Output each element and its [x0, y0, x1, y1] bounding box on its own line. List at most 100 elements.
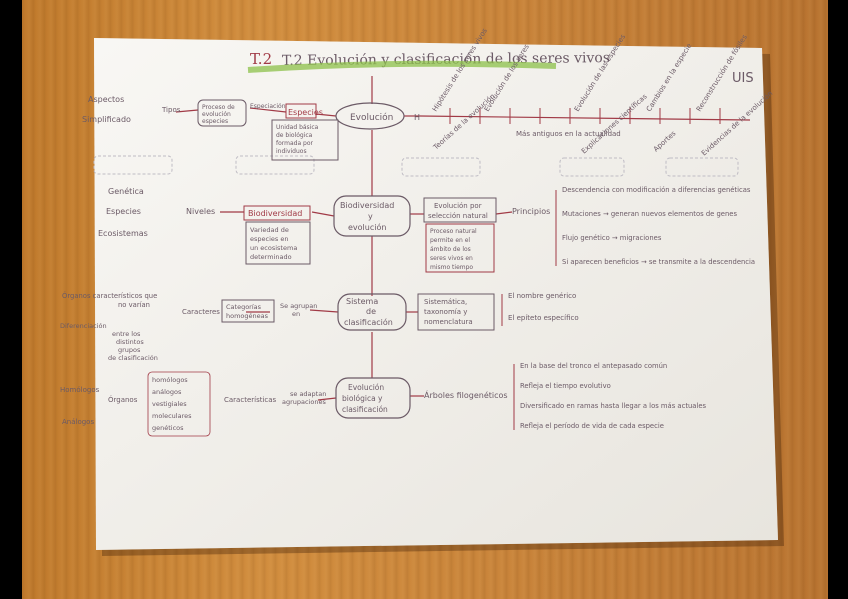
especies-def-1: de biológica: [276, 132, 313, 139]
seleccion-0: Evolución por: [434, 202, 482, 210]
sistema-0: Sistema: [346, 297, 378, 306]
organo-1: análogos: [152, 388, 182, 396]
diferenciacion-3: grupos: [118, 346, 141, 354]
seleccion-def-0: Proceso natural: [430, 228, 477, 235]
seleccion-def-1: permite en el: [430, 237, 470, 244]
sistema-2: clasificación: [344, 317, 393, 327]
evo-clasif-0: Evolución: [348, 383, 384, 392]
principio-2: Flujo genético → migraciones: [562, 234, 662, 242]
evo-clasif-1: biológica y: [342, 394, 383, 403]
node-tipos: Tipos: [161, 106, 181, 114]
especies-def-0: Unidad básica: [276, 124, 319, 131]
se-agrupan-1: en: [292, 310, 300, 318]
sistema-1: de: [366, 307, 376, 316]
seleccion-1: selección natural: [428, 212, 488, 220]
node-seleccion: [423, 197, 497, 223]
biodiv-evo-2: evolución: [348, 222, 386, 232]
initials: UIS: [732, 71, 754, 86]
caract-agrupa-0: Órganos característicos que: [62, 291, 157, 300]
placeholder-boxes: [93, 155, 739, 177]
node-evolucion-label: Evolución: [350, 112, 393, 123]
nomenclatura-0: El nombre genérico: [508, 292, 576, 300]
timeline-middle: Más antiguos en la actualidad: [516, 130, 621, 138]
node-sistema-def: [417, 293, 495, 331]
biodiv-def-3: determinado: [250, 253, 292, 261]
se-adaptan-1: agrupaciones: [282, 398, 326, 406]
especies-def-2: formada por: [276, 140, 314, 147]
node-sistema: [337, 293, 407, 331]
diferenciacion-0: Diferenciación: [60, 322, 107, 330]
node-homologos: Homólogos: [60, 386, 100, 394]
level-genetica: Genética: [108, 186, 144, 196]
organo-3: moleculares: [152, 412, 192, 420]
node-categorias: [221, 299, 275, 323]
biodiv-def-0: Variedad de: [250, 226, 289, 234]
arbol-1: Refleja el tiempo evolutivo: [520, 382, 611, 390]
proceso-1: evolución: [202, 111, 231, 118]
node-proceso: [197, 99, 247, 127]
node-especies-label: Especies: [288, 108, 323, 117]
principio-1: Mutaciones → generan nuevos elementos de…: [562, 210, 737, 218]
proceso-2: especies: [202, 118, 228, 125]
organos-box: [147, 371, 211, 437]
sistema-def-1: taxonomía y: [424, 308, 467, 316]
timeline-start-h: H: [414, 113, 420, 122]
node-biodiversidad-label: Biodiversidad: [248, 209, 302, 218]
seleccion-def-4: mismo tiempo: [430, 264, 473, 271]
node-simplificado: Simplificado: [82, 115, 131, 124]
node-especiacion: Especiación: [250, 103, 286, 110]
caract-agrupa-1: no varían: [118, 301, 150, 309]
evo-clasif-2: clasificación: [342, 405, 388, 414]
seleccion-def-2: ámbito de los: [430, 246, 471, 253]
categorias-1: homogéneas: [226, 312, 269, 320]
se-adaptan-0: se adaptan: [290, 390, 326, 398]
arbol-2: Diversificado en ramas hasta llegar a lo…: [520, 402, 707, 410]
principio-0: Descendencia con modificación a diferenc…: [562, 186, 751, 194]
arbol-3: Refleja el período de vida de cada espec…: [520, 422, 664, 430]
node-biodiversidad-def: [245, 221, 311, 265]
diferenciacion-4: de clasificación: [108, 354, 158, 362]
sistema-def-0: Sistemática,: [424, 298, 467, 306]
node-evo-clasificacion: [335, 377, 411, 419]
arbol-0: En la base del tronco el antepasado comú…: [520, 362, 667, 370]
node-especies: [285, 103, 317, 119]
especies-def-3: individuos: [276, 148, 307, 155]
node-biodiv-evolucion: [333, 195, 411, 237]
node-analogos: Análogos: [62, 418, 94, 426]
node-arboles: Árboles filogenéticos: [424, 389, 508, 400]
level-ecosistemas: Ecosistemas: [98, 229, 148, 238]
biodiv-def-2: un ecosistema: [250, 244, 297, 252]
diferenciacion-2: distintos: [116, 338, 144, 346]
proceso-0: Proceso de: [202, 104, 235, 111]
nomenclatura-1: El epíteto específico: [508, 314, 579, 322]
timeline-ticks: [449, 108, 721, 124]
biodiv-def-1: especies en: [250, 235, 288, 243]
organo-2: vestigiales: [152, 400, 187, 408]
node-niveles: Niveles: [186, 207, 215, 216]
connectors: [175, 76, 513, 401]
level-especies: Especies: [106, 207, 141, 216]
biodiv-evo-0: Biodiversidad: [340, 201, 394, 210]
title-highlight: [247, 60, 557, 73]
seleccion-def-3: seres vivos en: [430, 255, 473, 262]
timeline-axis: [419, 115, 751, 121]
organo-0: homólogos: [152, 376, 188, 384]
node-seleccion-def: [425, 223, 495, 273]
principio-3: Si aparecen beneficios → se transmite a …: [562, 258, 755, 266]
node-principios: Principios: [512, 207, 550, 216]
diferenciacion-1: entre los: [112, 330, 141, 338]
organo-4: genéticos: [152, 424, 184, 432]
node-biodiversidad: [243, 205, 311, 221]
categorias-0: Categorías: [226, 303, 262, 311]
sistema-def-2: nomenclatura: [424, 318, 473, 326]
title-number: T.2: [250, 50, 272, 68]
se-agrupan-0: Se agrupan: [280, 302, 317, 310]
node-organos: Órganos: [108, 395, 138, 404]
node-aspectos: Aspectos: [88, 95, 124, 104]
node-evolucion: [335, 102, 405, 130]
biodiv-evo-1: y: [368, 212, 373, 221]
node-especies-def: [271, 119, 339, 161]
node-caracteristicas: Características: [224, 396, 277, 404]
